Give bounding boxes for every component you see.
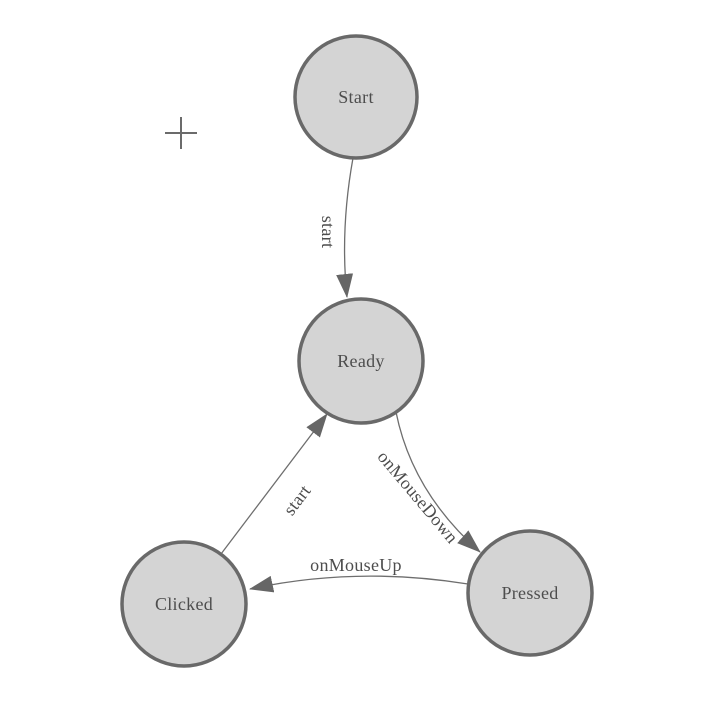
state-circle-pressed[interactable] [466, 529, 594, 657]
edge-label-pressed-to-clicked: onMouseUp [310, 555, 402, 575]
state-circle-ready[interactable] [297, 297, 425, 425]
state-label-pressed: Pressed [501, 583, 558, 603]
edge-label-clicked-to-ready: start [279, 481, 315, 519]
state-label-clicked: Clicked [155, 594, 213, 614]
state-node-clicked[interactable]: Clicked [120, 540, 248, 668]
state-node-pressed[interactable]: Pressed [466, 529, 594, 657]
crosshair-cursor-icon [165, 117, 197, 149]
transition-clicked-to-ready[interactable]: start [220, 413, 328, 555]
state-label-start: Start [338, 87, 374, 107]
state-circle-clicked[interactable] [120, 540, 248, 668]
edge-label-start-to-ready: start [318, 216, 338, 249]
transition-start-to-ready[interactable]: start [318, 157, 354, 298]
state-node-start[interactable]: Start [293, 34, 419, 160]
edge-path-pressed-to-clicked[interactable] [249, 575, 469, 593]
edge-label-ready-to-pressed: onMouseDown [374, 447, 463, 547]
transition-ready-to-pressed[interactable]: onMouseDown [374, 411, 481, 553]
edge-path-ready-to-pressed[interactable] [395, 411, 481, 553]
state-circle-start[interactable] [293, 34, 419, 160]
edge-path-start-to-ready[interactable] [336, 157, 354, 298]
edge-path-clicked-to-ready[interactable] [220, 413, 328, 555]
state-label-ready: Ready [337, 351, 384, 371]
state-node-ready[interactable]: Ready [297, 297, 425, 425]
transition-pressed-to-clicked[interactable]: onMouseUp [249, 555, 469, 593]
cursor-layer [165, 117, 197, 149]
